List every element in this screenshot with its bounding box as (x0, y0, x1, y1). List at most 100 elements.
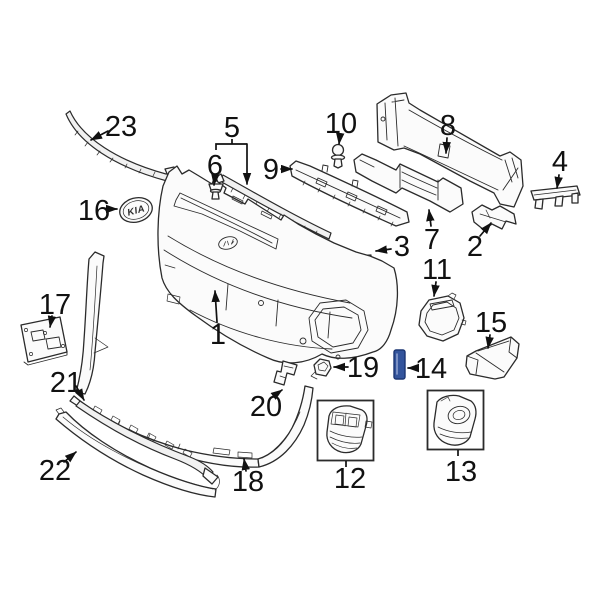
part-11-outline[interactable] (418, 295, 465, 342)
part-4-bracket[interactable] (530, 185, 581, 210)
part-20-details (279, 365, 294, 379)
part-22-inner-line (55, 407, 220, 491)
part-12-cover-details (329, 411, 373, 449)
part-11-fog-bezel[interactable] (418, 292, 467, 342)
part-19-clip[interactable] (310, 358, 332, 380)
part-7-details (359, 159, 439, 201)
callout-23-label[interactable]: 23 (105, 111, 137, 143)
part-18-band-slots (117, 420, 253, 459)
part-12-cover-outline (326, 405, 368, 454)
part-9-radiator-trim[interactable] (289, 160, 410, 227)
callout-3-arrow (375, 245, 392, 254)
callout-2-label[interactable]: 2 (467, 231, 483, 263)
callout-5-bracket (215, 139, 247, 150)
part-18-bottom-band[interactable] (69, 395, 260, 468)
callout-4-arrow (554, 174, 563, 189)
callout-6-label[interactable]: 6 (207, 150, 223, 182)
part-15-outline[interactable] (465, 336, 520, 380)
callout-17-arrow (47, 315, 57, 328)
callout-11-arrow (431, 281, 440, 297)
part-11-inner-ring (424, 299, 460, 336)
part-5-outline[interactable] (219, 174, 332, 240)
callout-22-label[interactable]: 22 (39, 455, 71, 487)
part-1-sensor-hole-1 (258, 300, 264, 306)
part-11-tabs (447, 292, 467, 326)
part-2-outline[interactable] (471, 204, 517, 231)
callout-23-arrow (90, 130, 109, 141)
part-1-creases (163, 235, 353, 350)
part-13-fog-cover-boxed[interactable] (426, 389, 485, 451)
part-17-screw-hole-2 (43, 331, 47, 335)
part-19-details (310, 361, 329, 380)
part-13-cover-details (437, 396, 472, 439)
part-1-fog-opening (308, 299, 369, 354)
part-18-lower-valance[interactable] (69, 251, 314, 468)
callout-10-arrow (335, 132, 345, 145)
part-9-outline[interactable] (289, 160, 410, 227)
callout-1-label[interactable]: 1 (210, 319, 226, 351)
part-10-head[interactable] (331, 143, 345, 157)
part-22-outline[interactable] (55, 411, 217, 498)
callout-20-arrow (270, 389, 283, 400)
part-1-bumper-cover[interactable] (157, 165, 399, 364)
callout-9-label[interactable]: 9 (263, 154, 279, 186)
part-19-outline[interactable] (313, 358, 332, 377)
callout-6-arrow (211, 173, 220, 186)
callout-20-label[interactable]: 20 (250, 391, 282, 423)
part-13-fog-ring (447, 405, 471, 425)
part-18-left-arm-lines (89, 265, 109, 371)
callout-16-label[interactable]: 16 (78, 195, 110, 227)
part-23-ticks (74, 130, 156, 177)
callout-13-label[interactable]: 13 (445, 456, 477, 488)
part-21-lower-grille-molding[interactable] (75, 400, 219, 485)
part-1-grille-slot (173, 192, 279, 250)
callout-7-label[interactable]: 7 (424, 224, 440, 256)
part-17-screw-hole-3 (29, 352, 33, 356)
part-18-right-arm[interactable] (257, 385, 314, 468)
part-20-bracket[interactable] (273, 360, 298, 386)
part-9-ticks (302, 180, 394, 227)
callout-1-arrow (211, 290, 220, 323)
part-1-sensor-hole-2 (299, 337, 307, 345)
part-21-teeth (92, 405, 193, 458)
callout-10-label[interactable]: 10 (325, 108, 357, 140)
part-14-body[interactable] (393, 349, 406, 380)
part-1-sensor-hole-3 (335, 354, 341, 360)
part-2-bracket[interactable] (471, 204, 517, 231)
callout-21-arrow (74, 385, 85, 401)
callout-4-label[interactable]: 4 (552, 146, 568, 178)
callout-3-label[interactable]: 3 (394, 231, 410, 263)
callout-18-arrow (241, 458, 251, 472)
callout-15-label[interactable]: 15 (475, 307, 507, 339)
part-17-license-bracket[interactable] (20, 316, 68, 366)
part-7-energy-absorber[interactable] (353, 153, 464, 213)
callout-8-label[interactable]: 8 (440, 110, 456, 142)
part-2-inner-line (479, 209, 507, 223)
callout-22-arrow (63, 451, 77, 463)
part-4-inner-line (533, 189, 577, 196)
callout-18-label[interactable]: 18 (232, 466, 264, 498)
part-17-screw-hole-1 (24, 328, 28, 332)
callout-5-label[interactable]: 5 (224, 112, 240, 144)
part-1-left-details (164, 195, 273, 305)
callout-11-label[interactable]: 11 (422, 254, 452, 286)
callout-14-label[interactable]: 14 (415, 353, 447, 385)
part-20-outline[interactable] (273, 360, 298, 386)
part-22-lip-spoiler[interactable] (55, 407, 220, 498)
part-16-kia-emblem[interactable]: KIA (117, 194, 155, 226)
callout-7-arrow (426, 209, 435, 227)
part-6-stem (211, 191, 220, 200)
part-10-clip[interactable] (330, 143, 346, 169)
part-12-fog-cover-boxed[interactable] (316, 399, 375, 462)
callout-17-label[interactable]: 17 (39, 289, 71, 321)
part-14-retainer-highlighted[interactable] (393, 349, 406, 380)
callout-19-label[interactable]: 19 (347, 352, 379, 384)
callout-12-label[interactable]: 12 (334, 463, 366, 495)
part-16-emblem-text: KIA (126, 203, 146, 218)
callout-15-arrow (485, 334, 494, 349)
part-18-left-arm[interactable] (75, 251, 105, 395)
callout-21-label[interactable]: 21 (50, 367, 82, 399)
part-16-oval-inner (122, 200, 150, 220)
part-15-bracket[interactable] (465, 336, 520, 380)
